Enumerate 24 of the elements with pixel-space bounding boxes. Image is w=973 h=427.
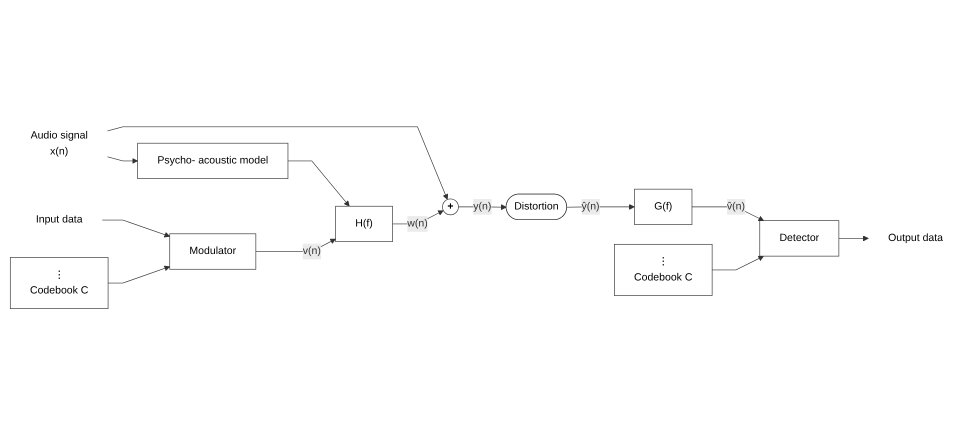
arrow bbox=[108, 266, 170, 284]
arrow bbox=[107, 156, 138, 164]
node-box bbox=[137, 142, 288, 180]
node-box bbox=[335, 206, 393, 242]
edge-label: w(n) bbox=[407, 218, 428, 230]
node-text: Input data bbox=[36, 214, 83, 226]
arrow bbox=[838, 236, 869, 242]
arrow bbox=[107, 126, 448, 200]
node-box bbox=[759, 220, 840, 256]
node-text: Output data bbox=[888, 232, 944, 244]
node-circle bbox=[442, 198, 459, 216]
node-box bbox=[169, 234, 256, 270]
edge-label: ŷ(n) bbox=[581, 201, 600, 212]
edge-label: y(n) bbox=[473, 201, 492, 212]
node-text: Audio signal x(n) bbox=[30, 130, 88, 158]
arrow bbox=[288, 160, 350, 207]
block-diagram: v(n) w(n) y(n) ŷ(n) v̂(n) Audio signal x(n) Psycho- acoustic model Input data Modulator H(f) + Distortion G(f) Detector Output data ⋮ Codebook C ⋮ Codebook C bbox=[5, 113, 968, 314]
edge-label: v̂(n) bbox=[726, 201, 745, 212]
arrow bbox=[102, 220, 170, 238]
edge-label: v(n) bbox=[302, 246, 321, 257]
node-box bbox=[614, 244, 712, 296]
node-box bbox=[10, 257, 108, 310]
arrow bbox=[712, 256, 764, 270]
node-box bbox=[634, 188, 692, 225]
